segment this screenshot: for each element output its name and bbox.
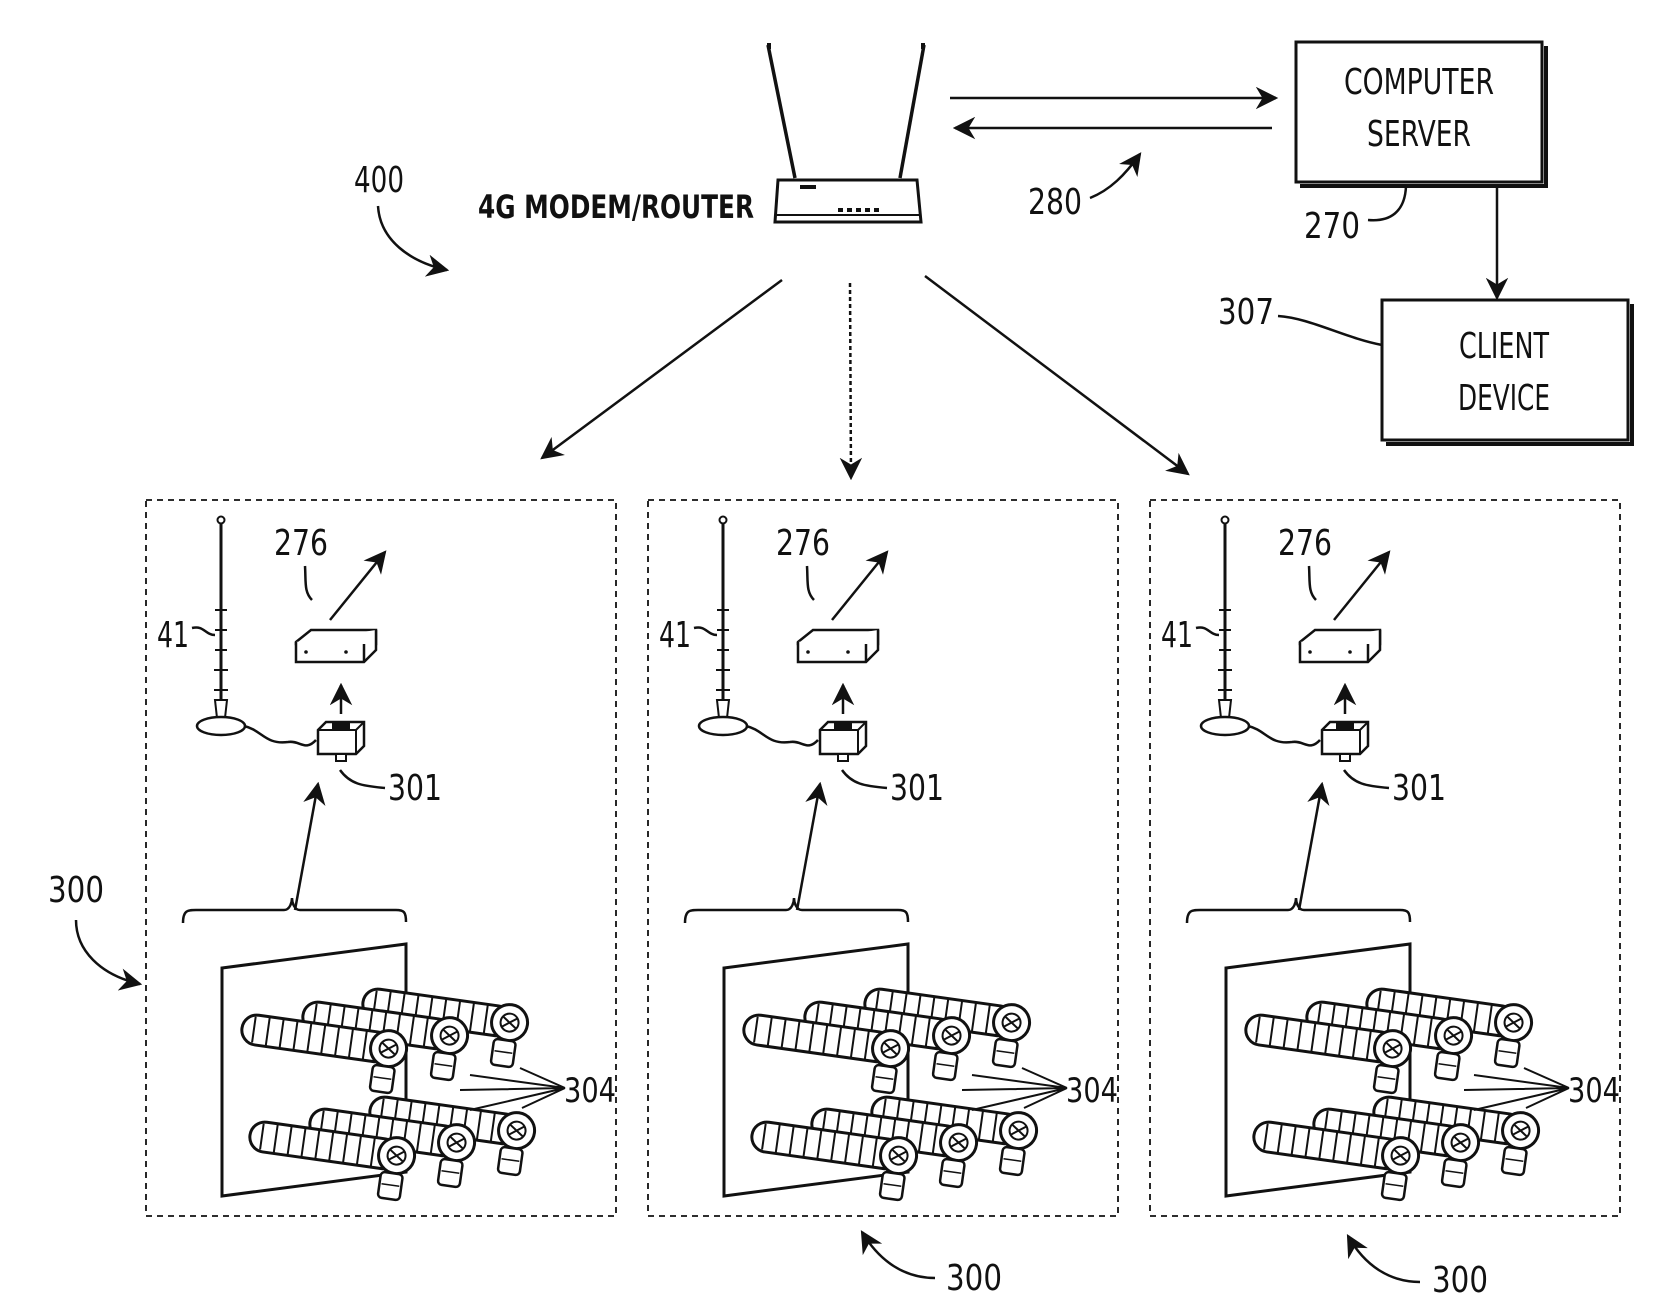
site-panel-1: 41 276 301 304 — [146, 500, 616, 1216]
client-label-line2: DEVICE — [1458, 378, 1550, 419]
router-icon — [767, 43, 925, 222]
site-3-gateway-ref: 276 — [1278, 523, 1332, 564]
site-3-receiver-ref: 301 — [1392, 768, 1446, 809]
client-ref-leader — [1278, 316, 1382, 345]
site-2-cylinders-ref: 304 — [1066, 1071, 1118, 1111]
system-ref-400: 400 — [354, 160, 404, 201]
site-2-antenna-ref: 41 — [659, 615, 691, 656]
computer-server-box: COMPUTER SERVER — [1296, 42, 1546, 186]
site-1-antenna-ref: 41 — [157, 615, 189, 656]
system-leader-arrow — [378, 206, 447, 270]
site-1-cylinders-ref: 304 — [564, 1071, 616, 1111]
site-2-ref: 300 — [946, 1258, 1002, 1299]
site-panel-3: 41 276 301 304 — [1150, 500, 1620, 1216]
server-label-line2: SERVER — [1367, 114, 1471, 155]
site-3-cylinders-ref: 304 — [1568, 1071, 1620, 1111]
link-leader-arrow — [1090, 154, 1140, 198]
site-1-gateway-ref: 276 — [274, 523, 328, 564]
site-2-gateway-ref: 276 — [776, 523, 830, 564]
router-label: 4G MODEM/ROUTER — [478, 188, 754, 226]
site-1-leader-arrow — [76, 920, 140, 984]
site-1-receiver-ref: 301 — [388, 768, 442, 809]
site-panel-2: 41 276 301 304 — [648, 500, 1118, 1216]
link-ref-280: 280 — [1028, 182, 1082, 223]
client-ref-307: 307 — [1218, 292, 1274, 333]
router-to-site-2-arrow — [850, 283, 851, 478]
site-3-ref: 300 — [1432, 1260, 1488, 1301]
site-1-ref: 300 — [48, 870, 104, 911]
site-2-leader-arrow — [862, 1232, 935, 1278]
server-ref-leader — [1368, 186, 1406, 220]
router-to-site-1-arrow — [542, 280, 782, 458]
router-to-site-3-arrow — [925, 276, 1188, 474]
server-ref-270: 270 — [1304, 206, 1360, 247]
site-3-leader-arrow — [1348, 1236, 1420, 1282]
client-device-box: CLIENT DEVICE — [1382, 300, 1632, 444]
site-3-antenna-ref: 41 — [1161, 615, 1193, 656]
server-label-line1: COMPUTER — [1344, 62, 1494, 103]
site-2-receiver-ref: 301 — [890, 768, 944, 809]
client-label-line1: CLIENT — [1459, 326, 1550, 367]
